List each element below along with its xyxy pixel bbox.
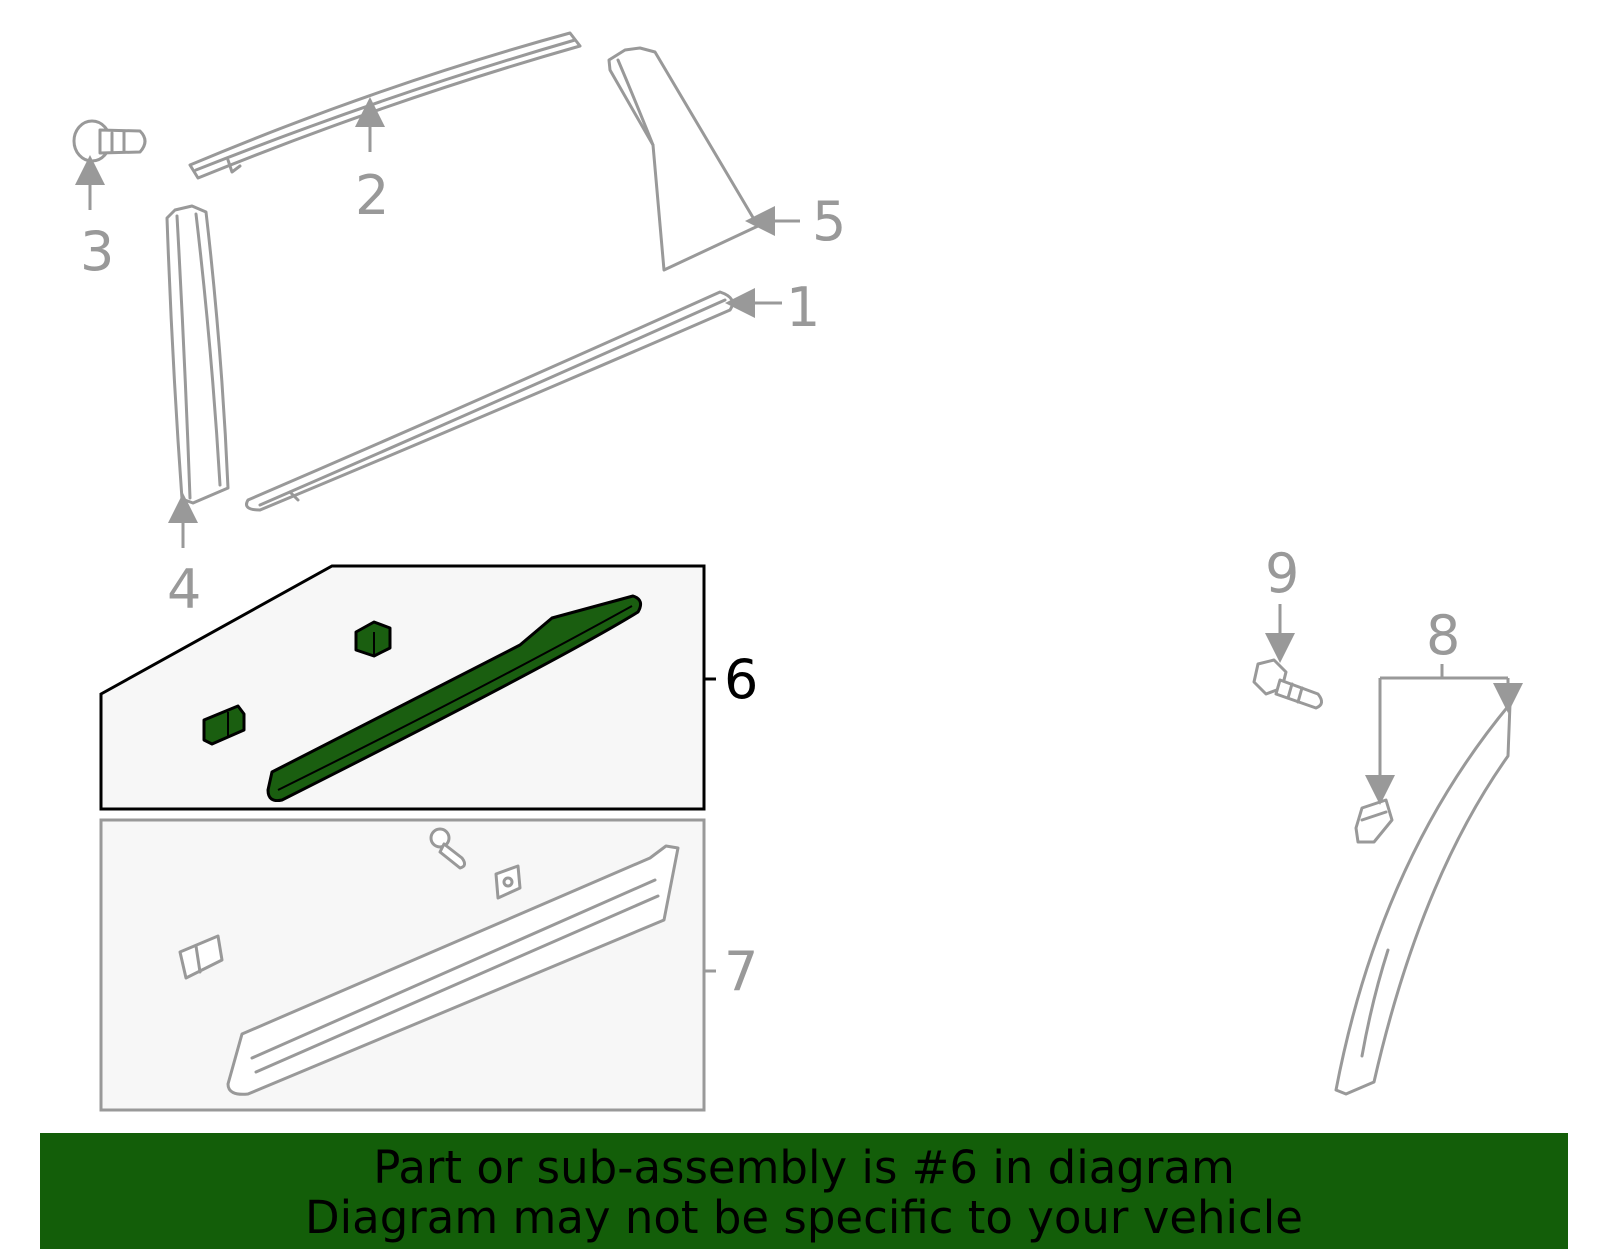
banner-line-1: Part or sub-assembly is #6 in diagram [373, 1141, 1235, 1194]
callout-8: 8 [1426, 604, 1460, 667]
callout-1: 1 [786, 276, 820, 339]
part-7-subassembly[interactable] [99, 818, 706, 1112]
callout-7: 7 [724, 940, 758, 1003]
callout-6: 6 [724, 648, 758, 711]
banner-line-2: Diagram may not be specific to your vehi… [305, 1191, 1303, 1244]
part-5-pillar-applique[interactable] [607, 46, 760, 272]
callout-4: 4 [167, 558, 201, 621]
part-8-arch-molding[interactable] [1334, 702, 1512, 1096]
part-2-window-molding[interactable] [188, 31, 582, 180]
callout-5: 5 [812, 190, 846, 253]
callout-8-leader [1365, 664, 1523, 805]
part-4-pillar-trim[interactable] [165, 204, 230, 505]
part-1-belt-molding[interactable] [245, 290, 734, 512]
part-6-subassembly[interactable] [99, 564, 706, 811]
callout-2: 2 [355, 164, 389, 227]
callout-3: 3 [80, 220, 114, 283]
callout-9: 9 [1265, 542, 1299, 605]
notice-banner: Part or sub-assembly is #6 in diagram Di… [40, 1133, 1568, 1249]
part-9-bolt[interactable] [1252, 658, 1323, 710]
part-3-clip[interactable] [72, 119, 147, 163]
